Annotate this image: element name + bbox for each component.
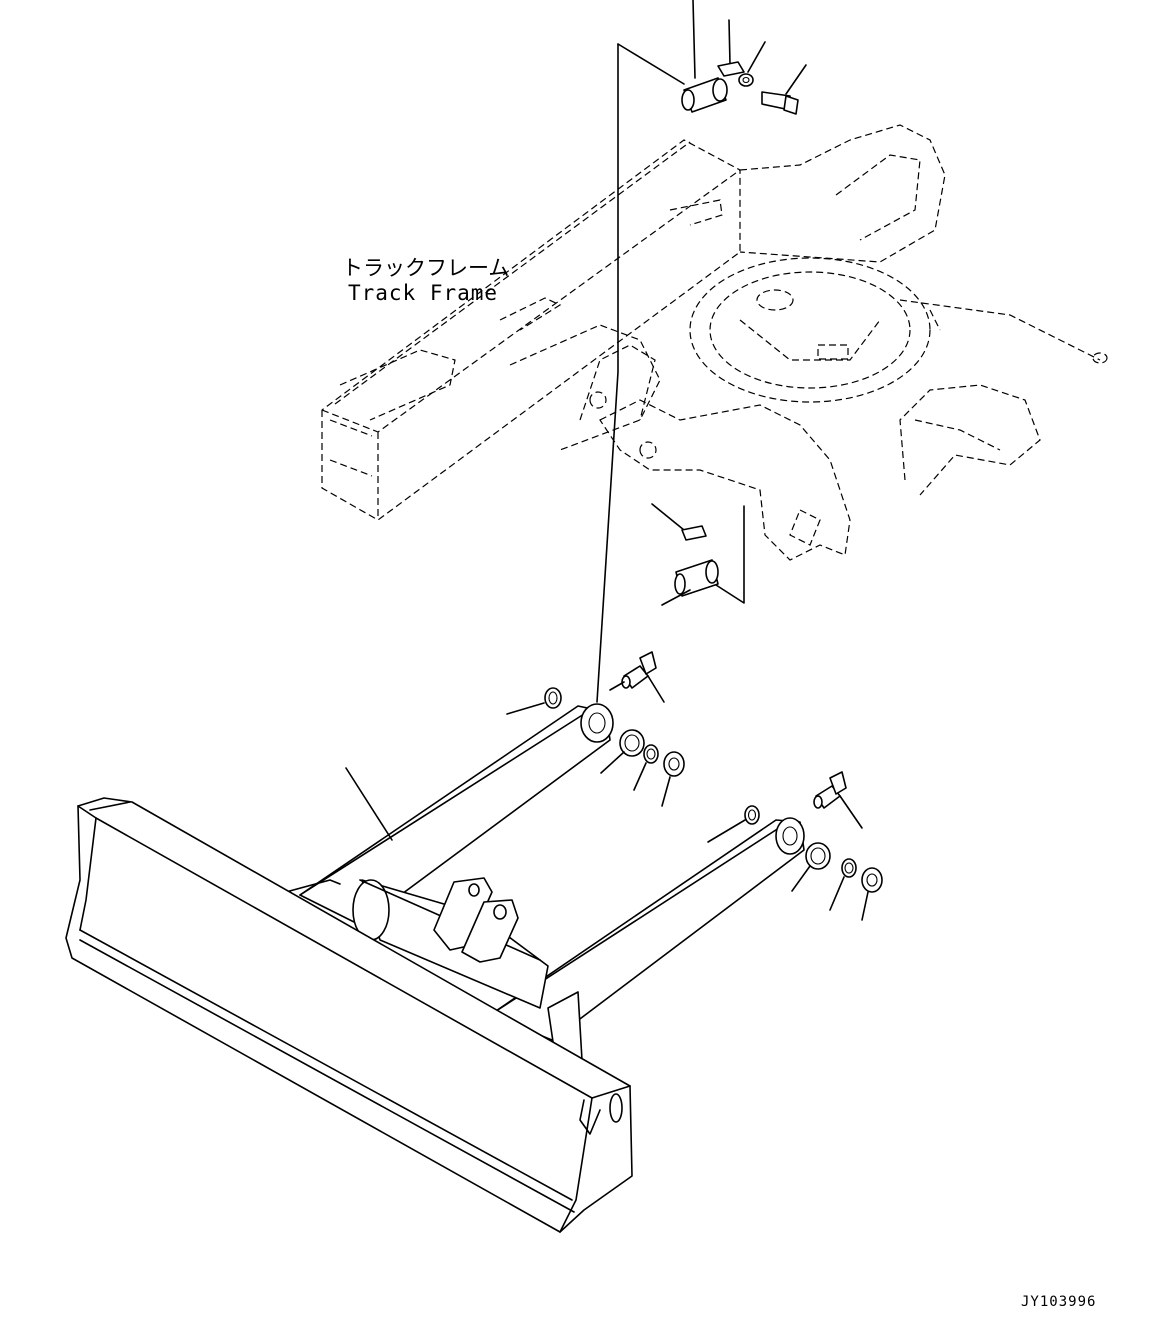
leader-line-top-pin [596,43,619,703]
right-arm-seals [707,805,883,921]
left-arm-seals [506,687,685,807]
drawing-code: JY103996 [1021,1294,1096,1310]
track-frame-outline [321,124,1108,561]
grease-fitting-right [813,771,863,829]
middle-pin-assembly [651,503,745,606]
track-frame-label-en: Track Frame [348,281,498,305]
top-pin-assembly [617,0,807,115]
track-frame-label-jp: トラックフレーム [342,256,509,280]
grease-fitting-left [609,651,665,703]
dozer-blade-assembly [65,703,805,1233]
